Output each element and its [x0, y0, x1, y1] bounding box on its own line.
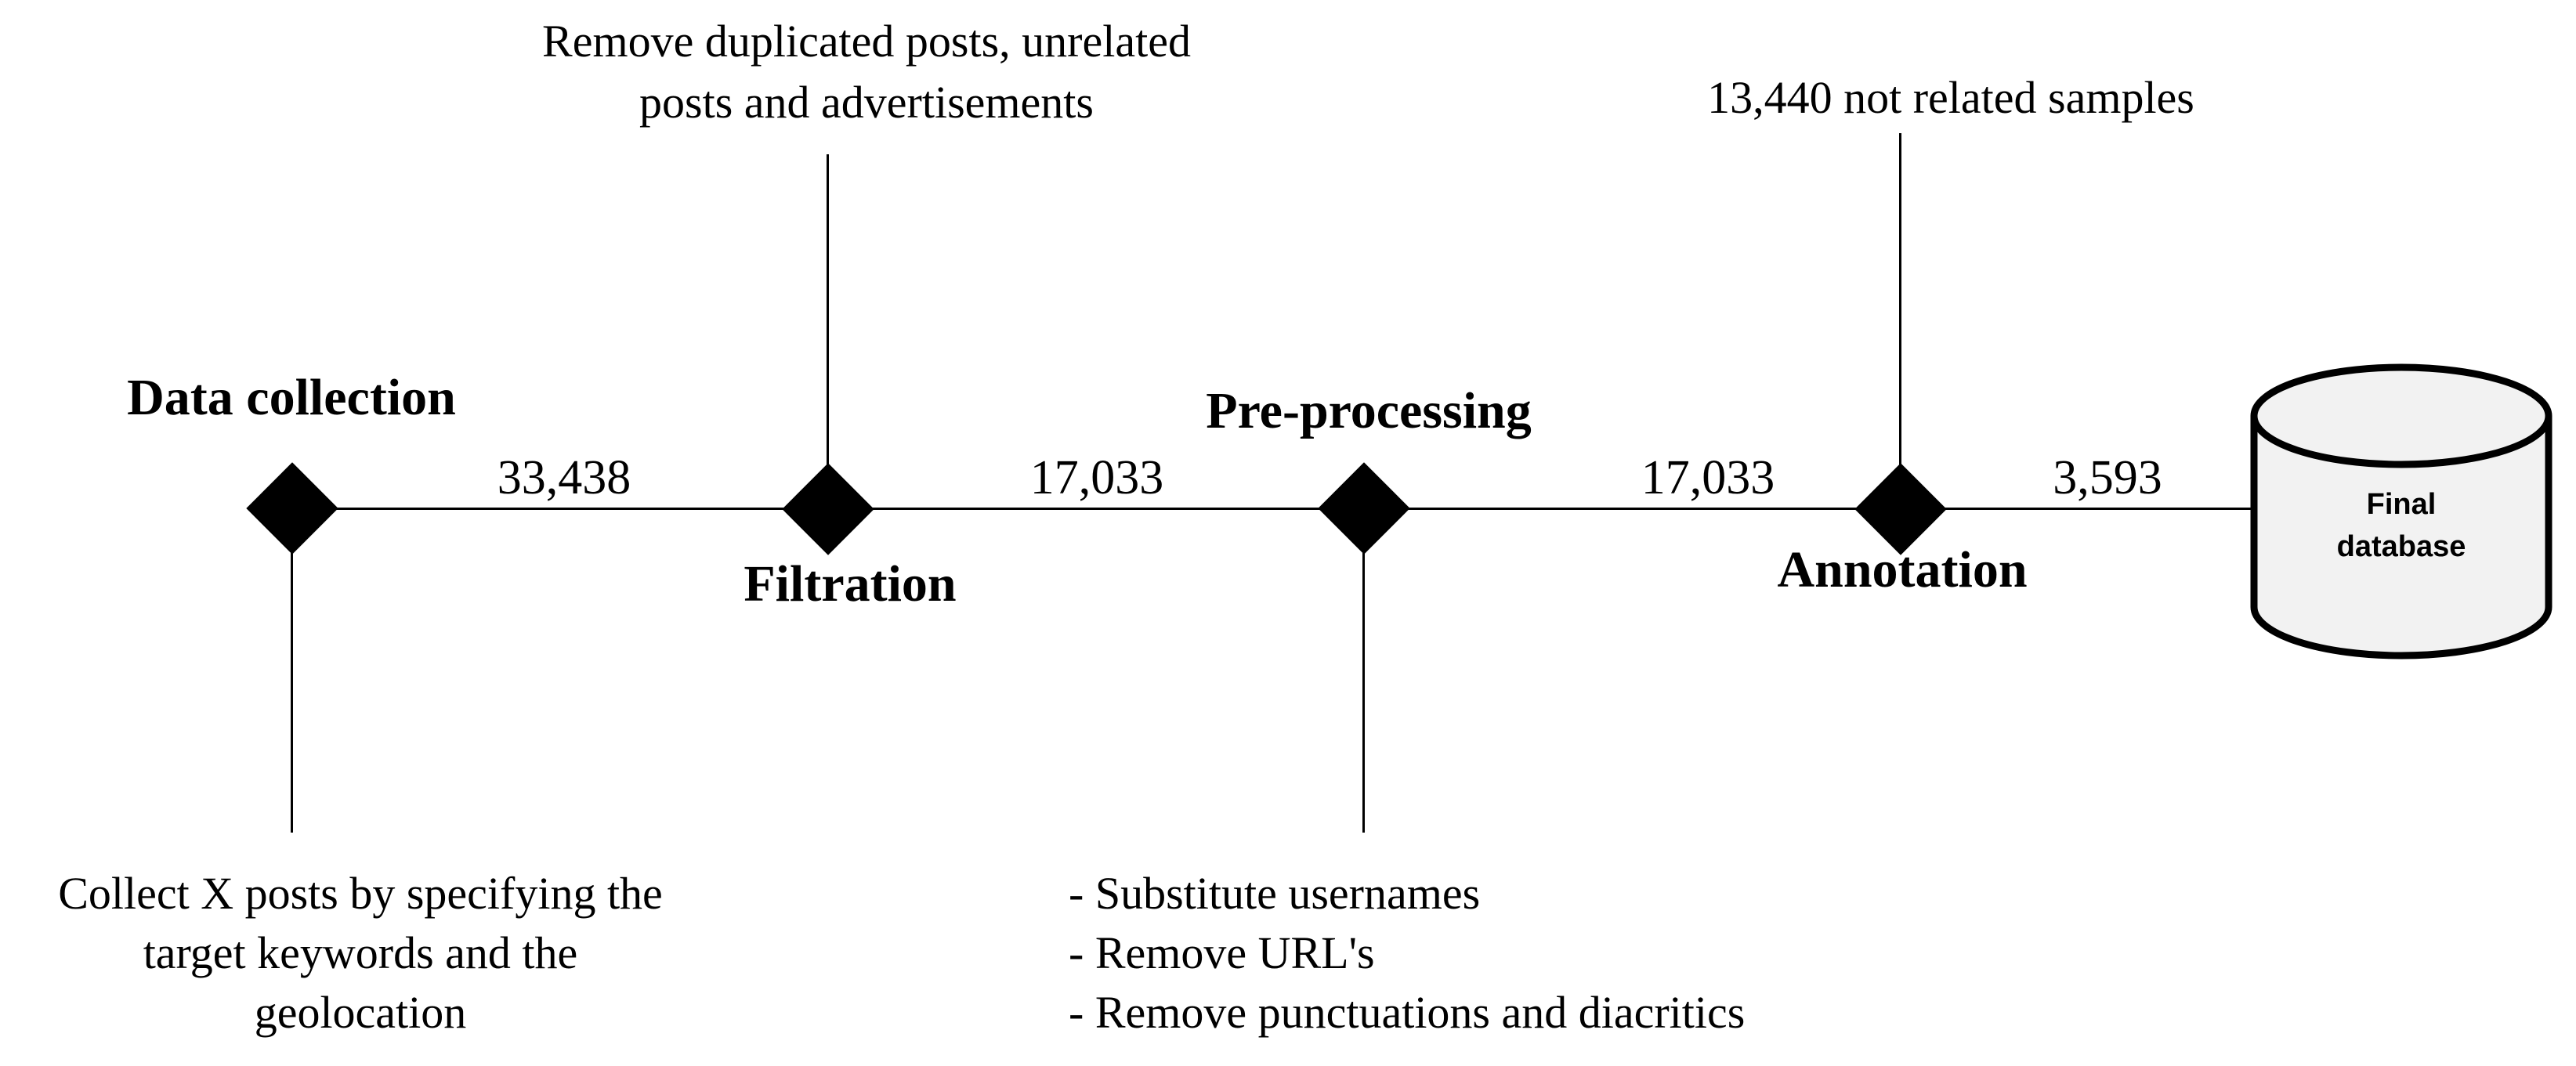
connector-preprocessing-note	[1362, 553, 1365, 833]
note-preprocessing-line3: - Remove punctuations and diacritics	[1069, 987, 1746, 1038]
note-collection-line2: target keywords and the	[143, 927, 578, 978]
stage-label-pre-processing: Pre-processing	[1206, 382, 1532, 439]
note-data-collection: Collect X posts by specifying the target…	[58, 864, 663, 1043]
connector-annotation-note	[1899, 133, 1901, 464]
connector-collection-note	[291, 553, 293, 833]
timeline-line	[292, 508, 2251, 510]
count-annotation-to-database: 3,593	[2053, 451, 2162, 504]
diamond-marker-filtration	[782, 463, 874, 555]
note-annotation: 13,440 not related samples	[1707, 72, 2194, 123]
note-collection-line1: Collect X posts by specifying the	[58, 868, 663, 919]
final-database-label-line2: database	[2336, 530, 2466, 563]
note-pre-processing: - Substitute usernames - Remove URL's - …	[1069, 864, 1745, 1043]
count-collection-to-filtration: 33,438	[497, 451, 631, 504]
note-filtration-line1: Remove duplicated posts, unrelated	[542, 16, 1191, 67]
stage-label-filtration: Filtration	[743, 555, 957, 612]
count-preprocessing-to-annotation: 17,033	[1641, 451, 1775, 504]
count-filtration-to-preprocessing: 17,033	[1029, 451, 1164, 504]
final-database-label-line1: Final	[2366, 488, 2437, 521]
note-filtration-line2: posts and advertisements	[639, 77, 1094, 128]
database-cylinder-shape	[2250, 363, 2552, 659]
diamond-marker-data-collection	[246, 462, 338, 555]
stage-label-annotation: Annotation	[1777, 541, 2028, 598]
database-cylinder-icon: Final database	[2248, 361, 2555, 665]
diamond-marker-pre-processing	[1318, 462, 1410, 555]
note-preprocessing-line1: - Substitute usernames	[1069, 868, 1481, 919]
final-database-label: Final database	[2248, 483, 2555, 568]
connector-filtration-note	[827, 154, 829, 464]
note-preprocessing-line2: - Remove URL's	[1069, 927, 1375, 978]
note-filtration: Remove duplicated posts, unrelated posts…	[542, 11, 1191, 133]
stage-label-data-collection: Data collection	[127, 369, 456, 426]
note-collection-line3: geolocation	[254, 987, 467, 1038]
